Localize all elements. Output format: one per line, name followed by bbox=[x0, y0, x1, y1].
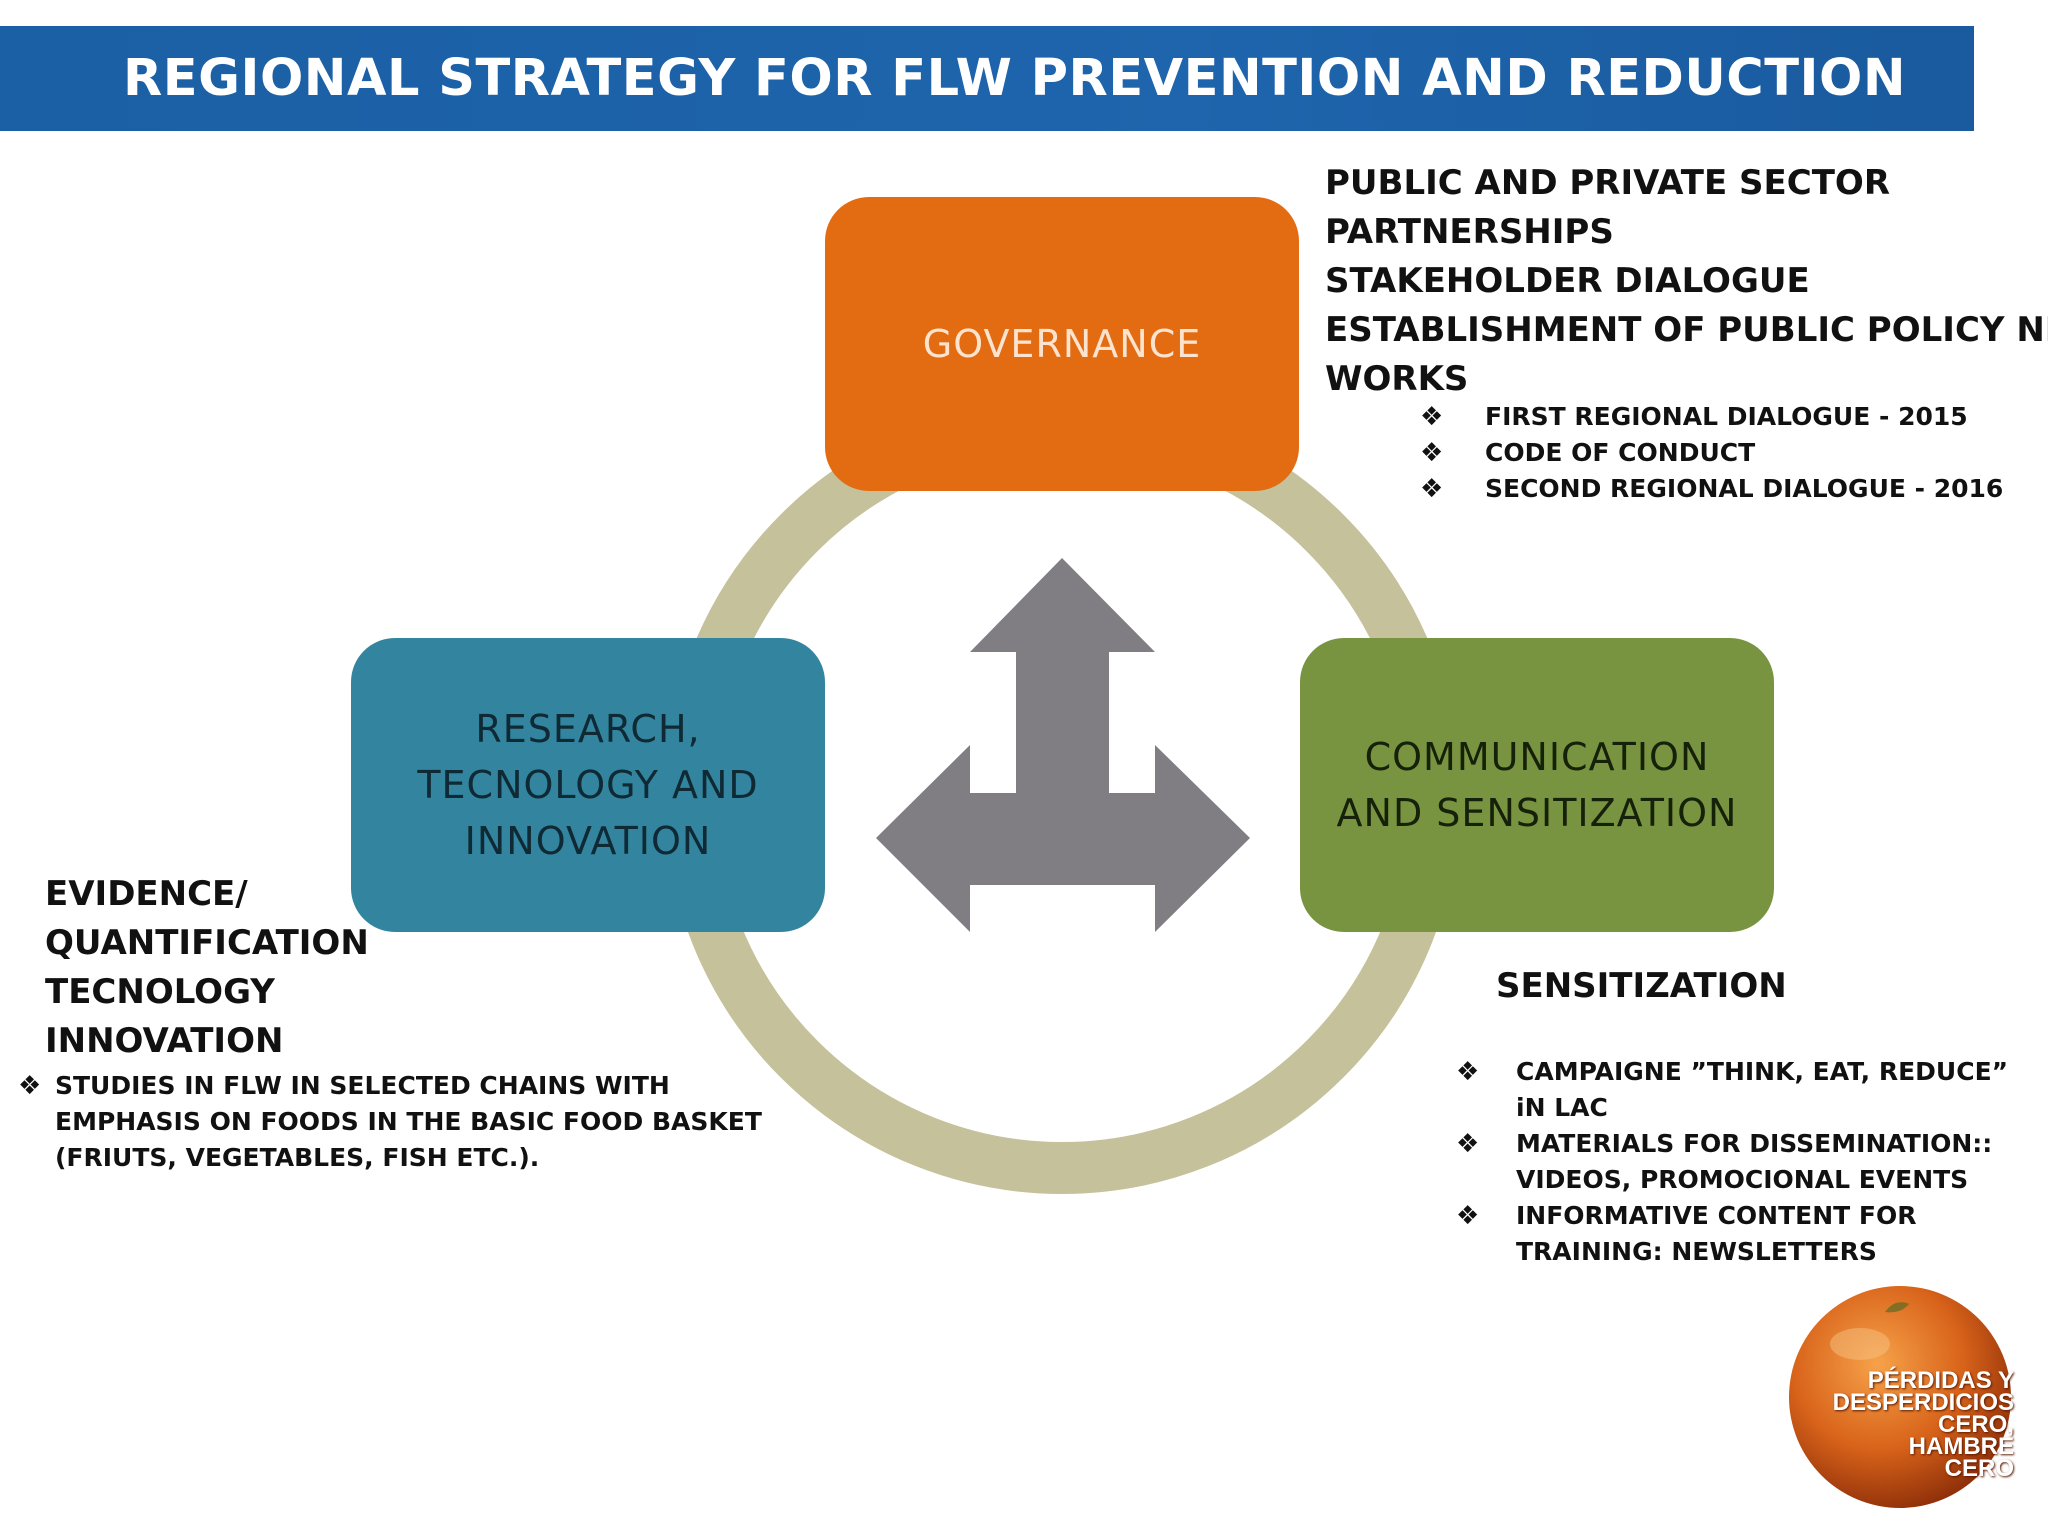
sensitization-heading: SENSITIZATION bbox=[1496, 966, 1787, 1006]
logo-line: PÉRDIDAS Y bbox=[1867, 1367, 2014, 1394]
governance-box: GOVERNANCE bbox=[825, 197, 1299, 491]
bullet-text: CAMPAIGNE ”THINK, EAT, REDUCE” iN LAC bbox=[1516, 1057, 2009, 1122]
communication-label: COMMUNICATION AND SENSITIZATION bbox=[1336, 735, 1738, 835]
logo-text: PÉRDIDAS Y DESPERDICIOS CERO, HAMBRE CER… bbox=[1792, 1367, 2014, 1482]
three-way-arrow-icon bbox=[876, 558, 1250, 932]
research-label: RESEARCH, TECNOLOGY AND INNOVATION bbox=[417, 707, 759, 863]
bullet-diamond-icon: ❖ bbox=[1420, 438, 1444, 468]
orange-logo-icon bbox=[1789, 1286, 2011, 1508]
governance-heading-line: PARTNERSHIPS bbox=[1325, 212, 1614, 252]
bullet-diamond-icon: ❖ bbox=[1420, 402, 1444, 432]
bullet-diamond-icon: ❖ bbox=[1420, 474, 1444, 504]
bullet-text: MATERIALS FOR DISSEMINATION:: VIDEOS, PR… bbox=[1516, 1129, 1993, 1194]
governance-bullet-list: ❖ FIRST REGIONAL DIALOGUE - 2015 ❖ CODE … bbox=[1420, 399, 2003, 507]
governance-heading: PUBLIC AND PRIVATE SECTOR PARTNERSHIPS S… bbox=[1325, 159, 2048, 404]
bullet-text: STUDIES IN FLW IN SELECTED CHAINS WITH E… bbox=[55, 1071, 762, 1172]
list-item: ❖ INFORMATIVE CONTENT FOR TRAINING: NEWS… bbox=[1456, 1198, 2016, 1270]
logo-line: HAMBRE bbox=[1908, 1433, 2014, 1460]
governance-label: GOVERNANCE bbox=[922, 322, 1202, 366]
bullet-diamond-icon: ❖ bbox=[1456, 1201, 1480, 1231]
communication-box: COMMUNICATION AND SENSITIZATION bbox=[1300, 638, 1774, 932]
communication-bullet-list: ❖ CAMPAIGNE ”THINK, EAT, REDUCE” iN LAC … bbox=[1456, 1054, 2016, 1270]
governance-heading-line: WORKS bbox=[1325, 359, 1469, 399]
bullet-diamond-icon: ❖ bbox=[1456, 1129, 1480, 1159]
logo-line: CERO bbox=[1944, 1455, 2014, 1482]
research-heading: EVIDENCE/ QUANTIFICATION TECNOLOGY INNOV… bbox=[45, 870, 369, 1066]
list-item: ❖ CODE OF CONDUCT bbox=[1420, 435, 2003, 471]
governance-heading-line: ESTABLISHMENT OF PUBLIC POLICY NET- bbox=[1325, 310, 2048, 350]
research-bullet-list: ❖ STUDIES IN FLW IN SELECTED CHAINS WITH… bbox=[18, 1068, 788, 1176]
logo-line: CERO, bbox=[1937, 1411, 2014, 1438]
list-item: ❖ CAMPAIGNE ”THINK, EAT, REDUCE” iN LAC bbox=[1456, 1054, 2016, 1126]
governance-heading-line: STAKEHOLDER DIALOGUE bbox=[1325, 261, 1810, 301]
research-heading-line: EVIDENCE/ bbox=[45, 874, 248, 914]
list-item: ❖ SECOND REGIONAL DIALOGUE - 2016 bbox=[1420, 471, 2003, 507]
bullet-text: FIRST REGIONAL DIALOGUE - 2015 bbox=[1485, 402, 1968, 431]
list-item: ❖ FIRST REGIONAL DIALOGUE - 2015 bbox=[1420, 399, 2003, 435]
bullet-text: SECOND REGIONAL DIALOGUE - 2016 bbox=[1485, 474, 2004, 503]
bullet-text: INFORMATIVE CONTENT FOR TRAINING: NEWSLE… bbox=[1516, 1201, 1917, 1266]
governance-heading-line: PUBLIC AND PRIVATE SECTOR bbox=[1325, 163, 1891, 203]
research-heading-line: INNOVATION bbox=[45, 1021, 284, 1061]
research-heading-line: TECNOLOGY bbox=[45, 972, 275, 1012]
list-item: ❖ MATERIALS FOR DISSEMINATION:: VIDEOS, … bbox=[1456, 1126, 2016, 1198]
research-box: RESEARCH, TECNOLOGY AND INNOVATION bbox=[351, 638, 825, 932]
logo-line: DESPERDICIOS bbox=[1832, 1389, 2014, 1416]
title-bar: REGIONAL STRATEGY FOR FLW PREVENTION AND… bbox=[0, 26, 1974, 131]
list-item: ❖ STUDIES IN FLW IN SELECTED CHAINS WITH… bbox=[18, 1068, 788, 1176]
communication-heading: SENSITIZATION bbox=[1496, 962, 1787, 1011]
page-title: REGIONAL STRATEGY FOR FLW PREVENTION AND… bbox=[123, 49, 1907, 108]
bullet-text: CODE OF CONDUCT bbox=[1485, 438, 1756, 467]
bullet-diamond-icon: ❖ bbox=[18, 1071, 42, 1101]
research-heading-line: QUANTIFICATION bbox=[45, 923, 369, 963]
bullet-diamond-icon: ❖ bbox=[1456, 1057, 1480, 1087]
